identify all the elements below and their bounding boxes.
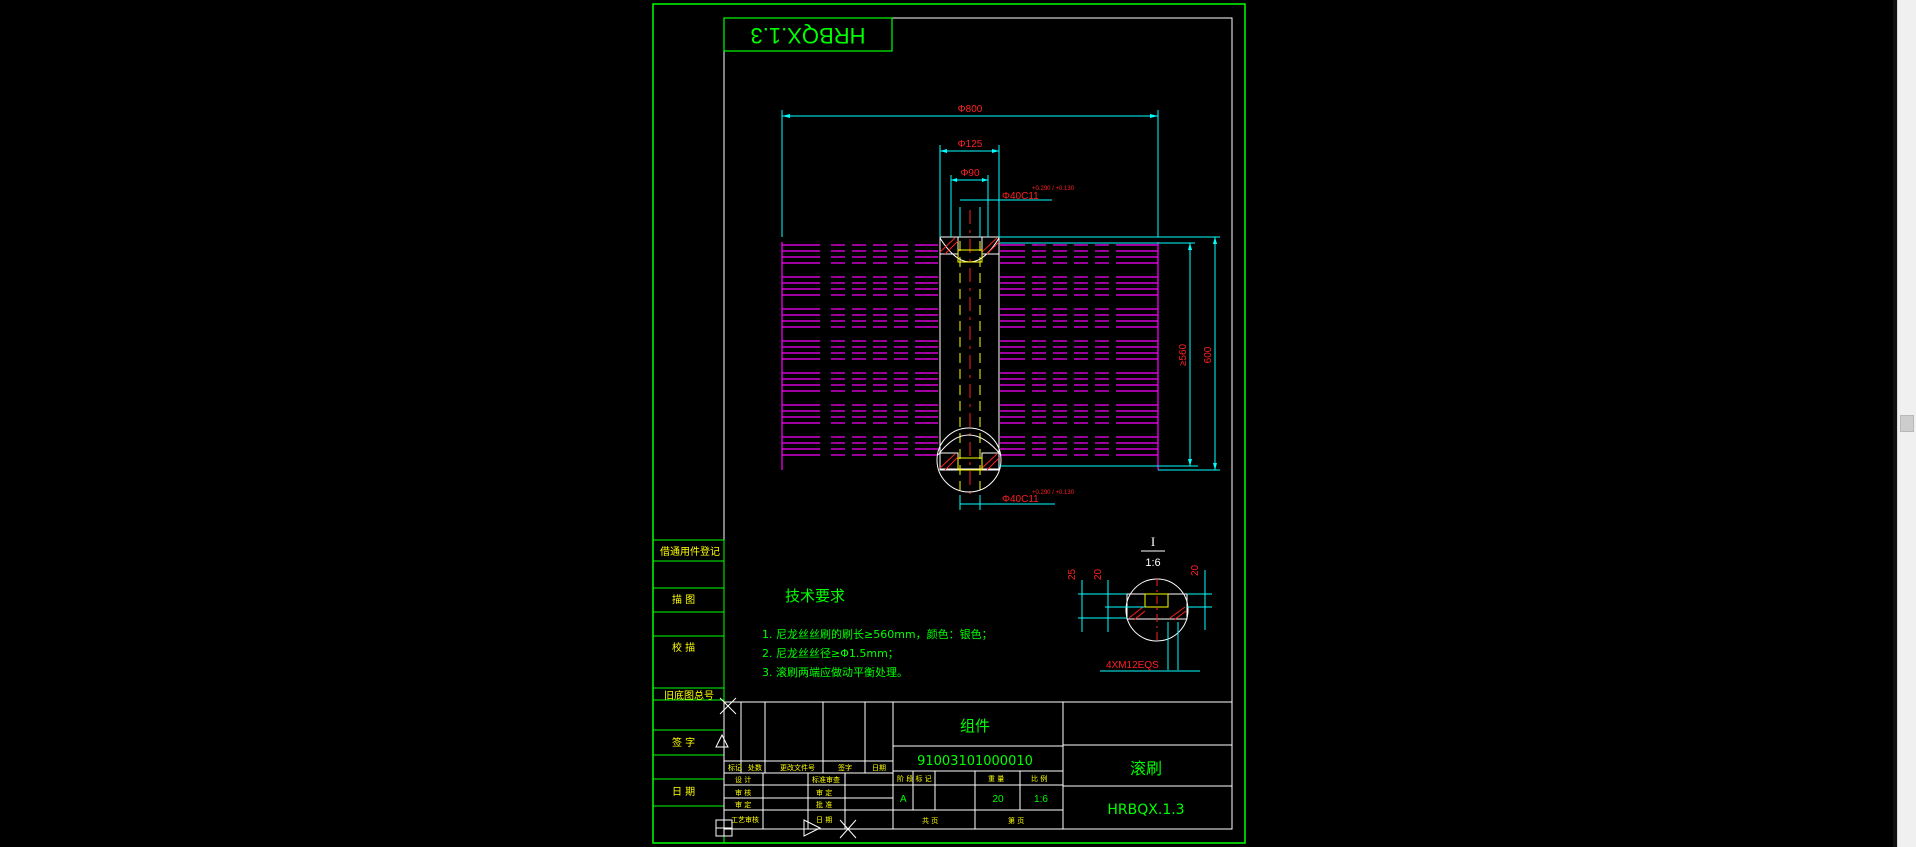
staff-right-2: 审 定 bbox=[816, 788, 832, 797]
rev-header-4: 签字 bbox=[838, 763, 852, 772]
rev-header-1: 标记 bbox=[728, 763, 742, 772]
detail-scale: 1:6 bbox=[1145, 557, 1160, 569]
detail-dim-c: 20 bbox=[1190, 564, 1201, 576]
scrollbar-thumb[interactable] bbox=[1900, 415, 1914, 432]
tech-req-item-2: 2. 尼龙丝丝径≥Φ1.5mm； bbox=[762, 647, 899, 660]
viewport-edge bbox=[1893, 0, 1897, 847]
rev-header-2: 处数 bbox=[748, 763, 762, 772]
dim-bore-bottom-tol: +0.290 / +0.130 bbox=[1032, 490, 1075, 496]
title-name: 滚刷 bbox=[1130, 759, 1162, 778]
cad-markers bbox=[715, 697, 857, 839]
side-row-2: 描 图 bbox=[672, 593, 695, 606]
side-row-4: 旧底图总号 bbox=[664, 689, 714, 702]
dimension-arrows bbox=[782, 114, 1217, 470]
tech-req-title: 技术要求 bbox=[785, 587, 845, 605]
stage-value: A bbox=[900, 794, 907, 805]
staff-right-1: 标准审查 bbox=[812, 775, 840, 784]
dim-d125: Φ125 bbox=[958, 139, 983, 150]
title-code: 91003101000010 bbox=[917, 754, 1033, 769]
stage-header-2: 重 量 bbox=[988, 775, 1004, 783]
dim-bore-top: Φ40C11 bbox=[1002, 191, 1039, 202]
dimension-lines bbox=[781, 110, 1220, 510]
upside-number-text: HRBQX.1.3 bbox=[751, 23, 866, 48]
dim-overall-width: Φ800 bbox=[958, 104, 983, 115]
side-row-3: 校 描 bbox=[672, 641, 695, 654]
staff-label-3: 审 定 bbox=[735, 800, 751, 809]
side-row-5: 签 字 bbox=[672, 736, 695, 749]
staff-right-4: 日 期 bbox=[816, 816, 832, 824]
weight-value: 20 bbox=[992, 794, 1004, 805]
detail-view: I 1:6 25 20 20 4XM12EQS bbox=[1067, 534, 1212, 672]
top-flange bbox=[939, 236, 1000, 263]
detail-screw: 4XM12EQS bbox=[1106, 660, 1159, 671]
sheet-no: 第 页 bbox=[1008, 816, 1024, 825]
title-block: 组件 91003101000010 滚刷 HRBQX.1.3 标记 处数 更改文… bbox=[723, 701, 1233, 830]
detail-label: I bbox=[1151, 534, 1155, 549]
tech-req-item-1: 1. 尼龙丝丝刷的刷长≥560mm，颜色：银色； bbox=[762, 627, 993, 641]
dim-height-inner: ≥560 bbox=[1178, 343, 1189, 366]
side-table: 借通用件登记 描 图 校 描 旧底图总号 签 字 日 期 bbox=[652, 539, 725, 844]
side-row-6: 日 期 bbox=[672, 786, 695, 798]
dim-bore-top-tol: +0.290 / +0.130 bbox=[1032, 186, 1075, 192]
stage-header-1: 阶 段 标 记 bbox=[897, 774, 932, 783]
upside-number-box: HRBQX.1.3 bbox=[723, 17, 893, 52]
staff-label-4: 工艺审核 bbox=[731, 815, 759, 824]
stage-header-3: 比 例 bbox=[1031, 774, 1047, 783]
dim-height-outer: 600 bbox=[1203, 346, 1214, 363]
bristle-lines bbox=[781, 242, 1159, 470]
detail-dim-a: 25 bbox=[1067, 568, 1078, 580]
tech-requirements: 技术要求 1. 尼龙丝丝刷的刷长≥560mm，颜色：银色； 2. 尼龙丝丝径≥Φ… bbox=[762, 587, 993, 679]
rev-header-5: 日期 bbox=[872, 764, 886, 772]
staff-label-1: 设 计 bbox=[735, 775, 751, 784]
vertical-scrollbar[interactable] bbox=[1897, 0, 1916, 847]
title-type-label: 组件 bbox=[960, 717, 990, 735]
dim-d90: Φ90 bbox=[960, 168, 980, 179]
rev-header-3: 更改文件号 bbox=[780, 763, 815, 772]
scale-value: 1:6 bbox=[1034, 794, 1048, 805]
side-row-1: 借通用件登记 bbox=[660, 545, 720, 558]
dimension-texts: Φ800 Φ125 Φ90 Φ40C11 +0.290 / +0.130 Φ40… bbox=[958, 104, 1214, 505]
title-drawing-number: HRBQX.1.3 bbox=[1107, 802, 1184, 818]
staff-right-3: 批 准 bbox=[816, 800, 832, 809]
shaft bbox=[939, 210, 1000, 500]
bottom-flange bbox=[936, 427, 1002, 493]
sheet-total: 共 页 bbox=[922, 816, 938, 825]
tech-req-item-3: 3. 滚刷两端应做动平衡处理。 bbox=[762, 665, 908, 679]
dim-bore-bottom: Φ40C11 bbox=[1002, 494, 1039, 505]
detail-dim-b: 20 bbox=[1093, 568, 1104, 580]
staff-label-2: 审 核 bbox=[735, 788, 751, 797]
